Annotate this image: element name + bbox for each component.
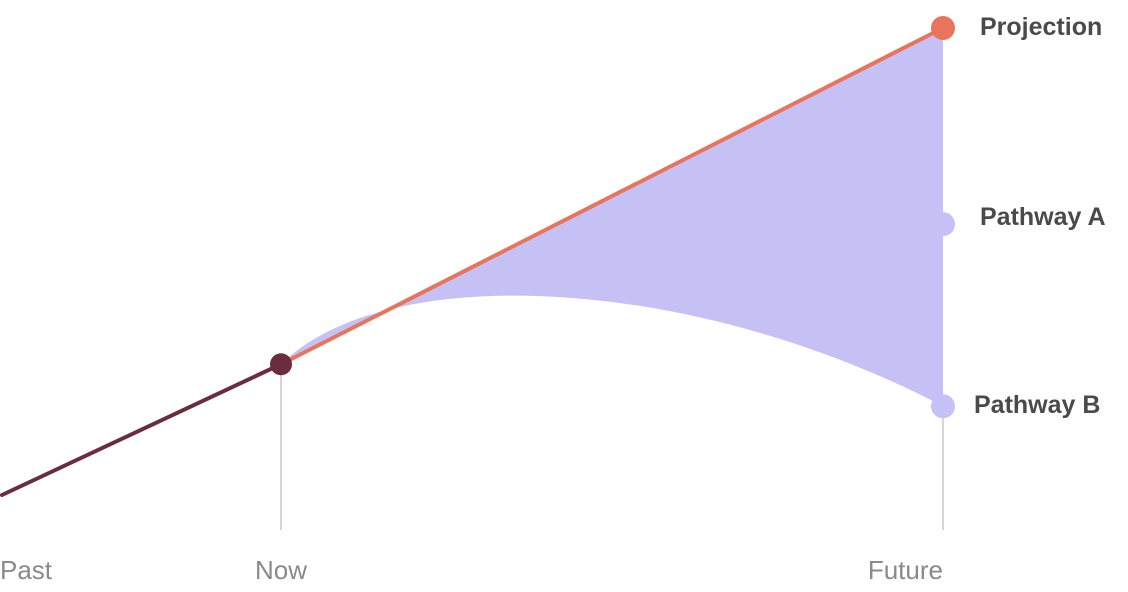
band-layer — [281, 28, 943, 407]
series-label-pathway-b: Pathway B — [974, 391, 1100, 419]
marker-now — [270, 353, 292, 376]
labels: Projection Pathway A Pathway B Past Now … — [0, 13, 1106, 585]
uncertainty-band — [281, 28, 943, 407]
marker-projection — [931, 16, 955, 40]
series-line-projection — [279, 26, 945, 367]
marker-pathway-a — [931, 212, 955, 237]
series-line-history — [0, 362, 283, 497]
x-tick-label-now: Now — [255, 555, 307, 585]
guide-lines — [280, 364, 944, 530]
markers — [270, 16, 955, 419]
series-lines — [0, 26, 945, 497]
series-label-pathway-a: Pathway A — [980, 203, 1106, 231]
marker-pathway-b — [931, 394, 955, 419]
x-tick-label-past: Past — [0, 555, 53, 585]
series-label-projection: Projection — [980, 13, 1102, 41]
x-tick-label-future: Future — [868, 555, 943, 585]
